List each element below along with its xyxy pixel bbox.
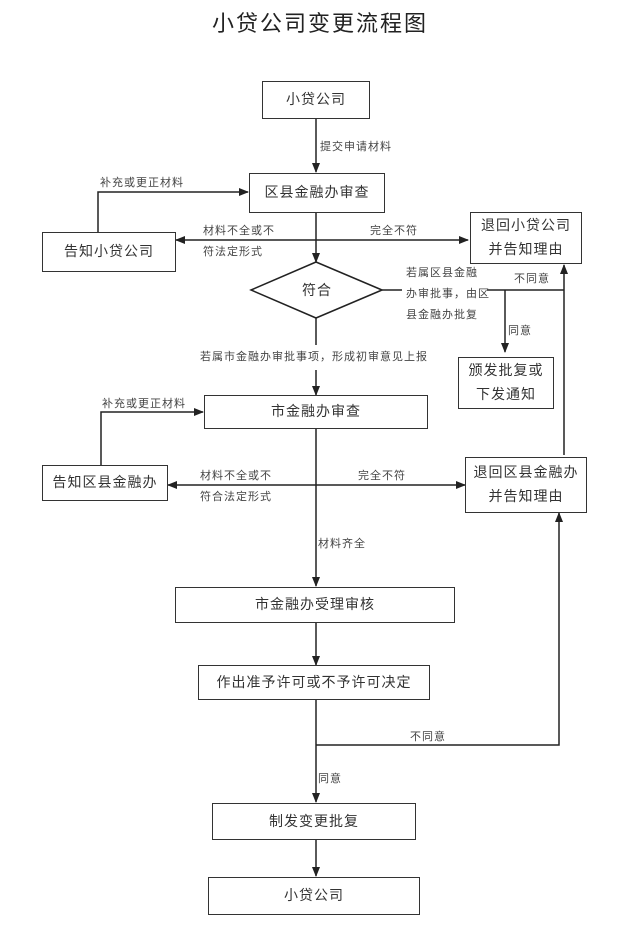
node-start: 小贷公司 (262, 81, 370, 119)
edge-label-district-matter-line2: 办审批事，由区 (406, 287, 490, 300)
arrow-disagree-2 (316, 512, 563, 746)
node-issue-approval-line2: 下发通知 (476, 387, 536, 403)
node-return-district: 退回区县金融办 并告知理由 (465, 457, 587, 513)
node-issue-approval: 颁发批复或 下发通知 (458, 357, 554, 409)
node-return-district-line1: 退回区县金融办 (473, 465, 579, 481)
node-city-review-label: 市金融办审查 (271, 404, 361, 420)
node-city-review: 市金融办审查 (204, 395, 428, 429)
node-return-company-line1: 退回小贷公司 (481, 218, 571, 234)
edge-label-city-matter: 若属市金融办审批事项，形成初审意见上报 (200, 350, 428, 363)
node-issue-change-label: 制发变更批复 (269, 813, 359, 830)
edge-label-submit: 提交申请材料 (320, 140, 392, 153)
arrow-supplement-1 (97, 188, 249, 232)
node-issue-change: 制发变更批复 (212, 803, 416, 840)
edge-label-incomplete-1-line1: 材料不全或不 (203, 224, 275, 237)
node-city-accept-label: 市金融办受理审核 (255, 597, 375, 613)
decision-label: 符合 (302, 283, 332, 299)
edge-label-agree-2: 同意 (318, 772, 342, 785)
edge-label-district-matter-line3: 县金融办批复 (406, 308, 478, 321)
node-city-accept: 市金融办受理审核 (175, 587, 455, 623)
edge-label-agree-1: 同意 (508, 324, 532, 337)
arrow-supplement-2 (100, 408, 204, 465)
node-start-label: 小贷公司 (286, 92, 346, 108)
edge-label-incomplete-2-line2: 符合法定形式 (200, 490, 272, 503)
node-notify-company-label: 告知小贷公司 (64, 244, 154, 260)
page-title: 小贷公司变更流程图 (211, 12, 428, 37)
edge-label-disagree-1: 不同意 (514, 272, 550, 285)
node-permit-decision-label: 作出准予许可或不予许可决定 (216, 674, 412, 691)
decision-diamond (249, 261, 384, 319)
edge-label-mismatch-2: 完全不符 (358, 469, 406, 482)
edge-label-incomplete-2-line1: 材料不全或不 (200, 469, 272, 482)
edge-label-incomplete-1-line2: 符法定形式 (203, 245, 263, 258)
node-permit-decision: 作出准予许可或不予许可决定 (198, 665, 430, 700)
edge-label-district-matter-line1: 若属区县金融 (406, 266, 478, 279)
edge-label-supplement-1: 补充或更正材料 (100, 176, 184, 189)
node-notify-district: 告知区县金融办 (42, 465, 168, 501)
node-issue-approval-line1: 颁发批复或 (468, 363, 544, 379)
node-district-review: 区县金融办审查 (249, 173, 385, 213)
node-return-district-line2: 并告知理由 (488, 489, 564, 505)
node-return-company: 退回小贷公司 并告知理由 (470, 212, 582, 264)
node-end: 小贷公司 (208, 877, 420, 915)
edge-label-disagree-2: 不同意 (410, 730, 446, 743)
edge-label-mismatch-1: 完全不符 (370, 224, 418, 237)
node-return-company-line2: 并告知理由 (488, 242, 564, 258)
node-notify-district-label: 告知区县金融办 (52, 475, 158, 491)
node-notify-company: 告知小贷公司 (42, 232, 176, 272)
edge-label-complete: 材料齐全 (318, 537, 366, 550)
edge-label-supplement-2: 补充或更正材料 (102, 397, 186, 410)
node-end-label: 小贷公司 (284, 888, 344, 904)
node-district-review-label: 区县金融办审查 (264, 185, 370, 201)
